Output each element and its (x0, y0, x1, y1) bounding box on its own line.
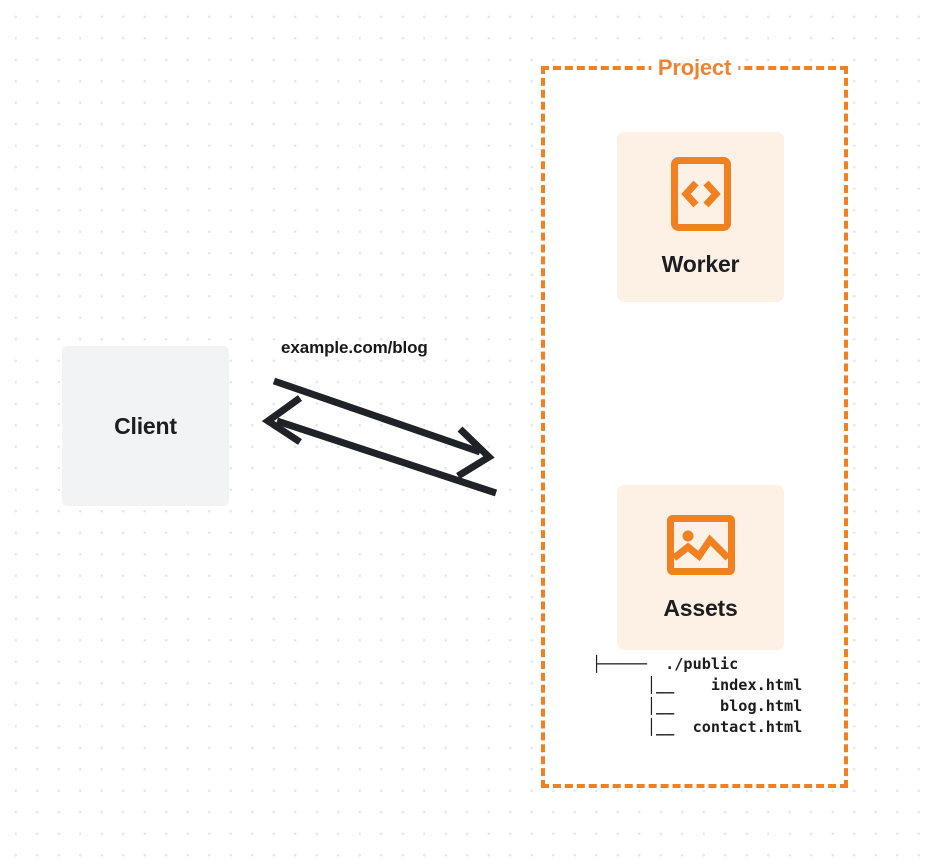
arrow-left-icon (261, 395, 498, 497)
file-tree-line: │__ index.html (592, 676, 803, 694)
client-node[interactable]: Client (62, 346, 229, 506)
file-tree-line: │__ blog.html (592, 697, 803, 715)
assets-node[interactable]: Assets (617, 485, 784, 650)
assets-file-tree: ├───── ./public │__ index.html │__ blog.… (592, 654, 802, 738)
worker-node[interactable]: Worker (617, 132, 784, 302)
client-label: Client (114, 412, 177, 439)
assets-label: Assets (663, 594, 738, 621)
code-brackets-icon (670, 156, 732, 237)
worker-label: Worker (661, 251, 740, 277)
project-container[interactable]: Project Worker Assets (541, 55, 848, 788)
file-tree-line: ├───── ./public (592, 655, 739, 673)
file-tree-line: │__ contact.html (592, 718, 803, 736)
arrow-right-icon (272, 377, 495, 479)
project-title: Project (650, 55, 739, 81)
image-picture-icon (666, 514, 736, 581)
request-url-label: example.com/blog (281, 338, 428, 357)
